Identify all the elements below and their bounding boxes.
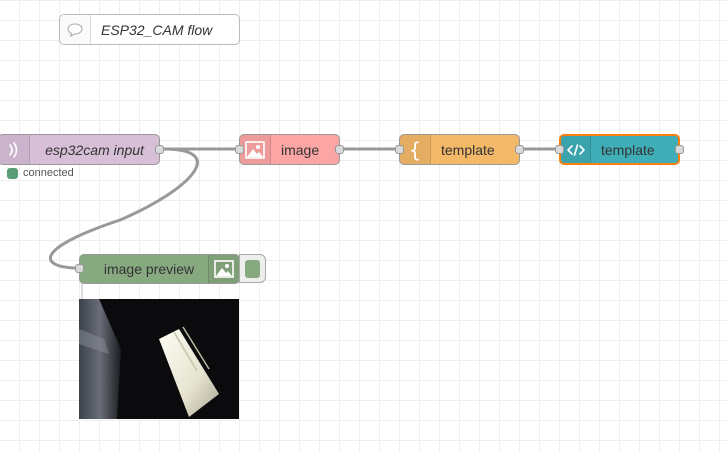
template1-label: template — [441, 141, 495, 158]
esp32cam-status: connected — [7, 167, 74, 179]
preview-photo — [79, 299, 239, 419]
image-input-port[interactable] — [235, 145, 244, 154]
image-preview-node[interactable]: image preview — [75, 254, 240, 284]
template-node-2[interactable]: template — [555, 134, 684, 165]
esp32cam-label: esp32cam input — [45, 141, 144, 158]
comment-icon-area — [60, 15, 91, 44]
wire-esp32cam-to-preview — [49, 147, 199, 270]
image-label: image — [281, 141, 320, 158]
template-brace-icon: { — [408, 137, 422, 162]
image-preview-toggle-button[interactable] — [239, 254, 266, 283]
esp32cam-output-port[interactable] — [155, 145, 164, 154]
image-preview-output — [79, 299, 239, 419]
template-node-1[interactable]: { template — [395, 134, 524, 165]
template1-input-port[interactable] — [395, 145, 404, 154]
status-text: connected — [23, 167, 74, 179]
code-icon — [566, 143, 585, 156]
template2-output-port[interactable] — [675, 145, 684, 154]
image-icon-area — [240, 135, 271, 164]
template2-input-port[interactable] — [555, 145, 564, 154]
comment-icon — [67, 22, 83, 37]
status-dot — [7, 167, 18, 179]
esp32cam-icon-area — [0, 135, 30, 164]
image-output-port[interactable] — [335, 145, 344, 154]
image-preview-icon-area — [208, 255, 239, 283]
template1-output-port[interactable] — [515, 145, 524, 154]
comment-label: ESP32_CAM flow — [101, 21, 213, 38]
image-icon — [214, 260, 234, 278]
comment-node[interactable]: ESP32_CAM flow — [59, 14, 240, 45]
image-node[interactable]: image — [235, 134, 344, 165]
image-icon — [245, 140, 265, 159]
template2-label: template — [601, 141, 655, 158]
image-preview-input-port[interactable] — [75, 264, 84, 273]
template1-icon-area: { — [400, 135, 431, 164]
websocket-icon — [9, 141, 18, 158]
esp32cam-input-node[interactable]: esp32cam input — [0, 134, 164, 165]
toggle-button-fill — [245, 259, 260, 278]
template2-icon-area — [561, 136, 591, 163]
image-preview-label: image preview — [103, 261, 195, 277]
